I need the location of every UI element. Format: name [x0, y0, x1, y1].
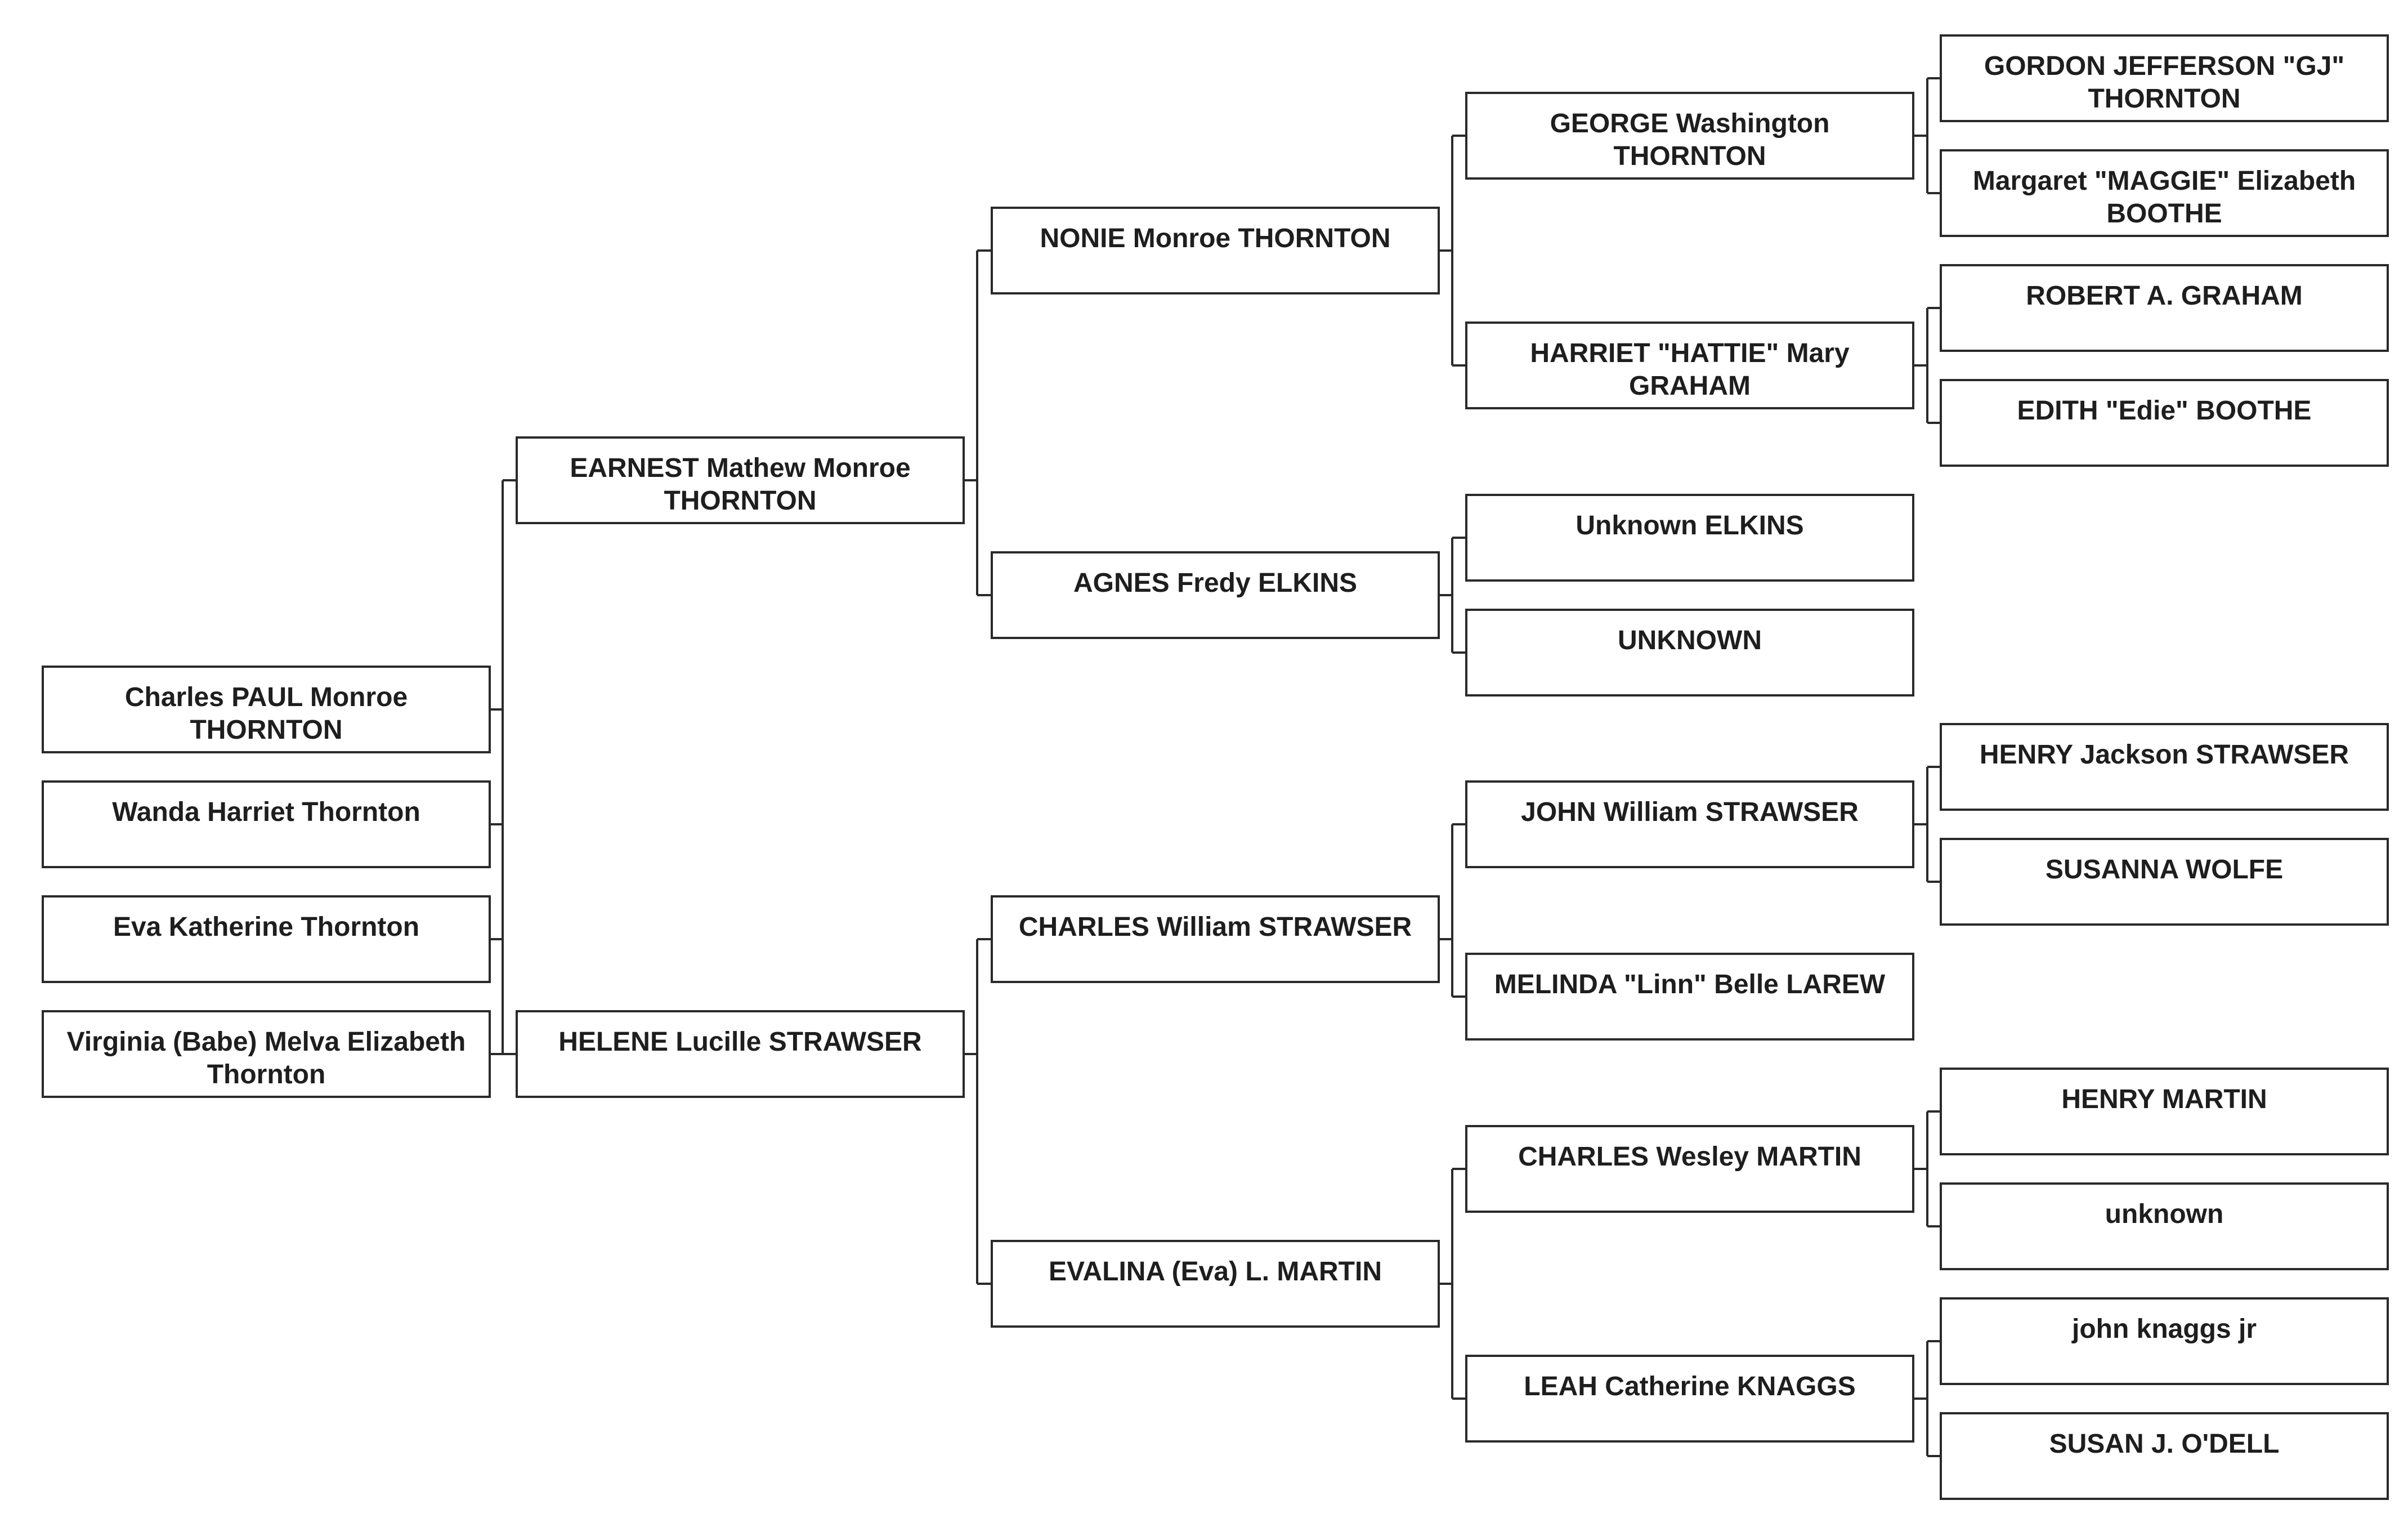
person-box-wanda-harriet-thornton: Wanda Harriet Thornton — [42, 780, 491, 868]
person-box-agnes-fredy-elkins: AGNES Fredy ELKINS — [991, 551, 1440, 639]
person-box-virginia-babe-melva-elizabeth-thornton: Virginia (Babe) Melva Elizabeth Thornton — [42, 1010, 491, 1098]
person-box-john-knaggs-jr: john knaggs jr — [1940, 1297, 2389, 1385]
person-name: HELENE Lucille STRAWSER — [558, 1027, 922, 1057]
person-box-helene-lucille-strawser: HELENE Lucille STRAWSER — [516, 1010, 965, 1098]
person-box-harriet-hattie-mary-graham: HARRIET "HATTIE" Mary GRAHAM — [1465, 322, 1914, 409]
person-box-unknown: UNKNOWN — [1465, 609, 1914, 696]
person-box-leah-catherine-knaggs: LEAH Catherine KNAGGS — [1465, 1355, 1914, 1443]
person-name: UNKNOWN — [1618, 626, 1762, 655]
person-box-nonie-monroe-thornton: NONIE Monroe THORNTON — [991, 207, 1440, 294]
person-box-evalina-eva-l-martin: EVALINA (Eva) L. MARTIN — [991, 1240, 1440, 1328]
person-box-unknown-lowercase: unknown — [1940, 1182, 2389, 1270]
person-name: LEAH Catherine KNAGGS — [1524, 1372, 1856, 1401]
person-box-henry-martin: HENRY MARTIN — [1940, 1068, 2389, 1155]
person-name: ROBERT A. GRAHAM — [2026, 281, 2303, 311]
person-name: EARNEST Mathew Monroe THORNTON — [570, 453, 911, 516]
person-name: HENRY Jackson STRAWSER — [1979, 740, 2349, 770]
person-box-gordon-jefferson-gj-thornton: GORDON JEFFERSON "GJ" THORNTON — [1940, 34, 2389, 122]
person-name: SUSAN J. O'DELL — [2049, 1429, 2280, 1459]
person-name: Eva Katherine Thornton — [113, 912, 420, 942]
person-name: CHARLES Wesley MARTIN — [1518, 1142, 1861, 1172]
person-name: JOHN William STRAWSER — [1521, 797, 1859, 827]
person-name: unknown — [2105, 1199, 2224, 1229]
person-name: GORDON JEFFERSON "GJ" THORNTON — [1984, 51, 2345, 114]
person-box-susanna-wolfe: SUSANNA WOLFE — [1940, 838, 2389, 926]
person-box-robert-a-graham: ROBERT A. GRAHAM — [1940, 264, 2389, 352]
person-name: SUSANNA WOLFE — [2045, 855, 2284, 885]
person-box-eva-katherine-thornton: Eva Katherine Thornton — [42, 895, 491, 983]
person-box-charles-paul-monroe-thornton: Charles PAUL Monroe THORNTON — [42, 666, 491, 753]
person-box-george-washington-thornton: GEORGE Washington THORNTON — [1465, 92, 1914, 180]
person-box-charles-william-strawser: CHARLES William STRAWSER — [991, 895, 1440, 983]
person-name: MELINDA "Linn" Belle LAREW — [1494, 970, 1886, 999]
person-name: john knaggs jr — [2071, 1314, 2257, 1344]
person-name: Virginia (Babe) Melva Elizabeth Thornton — [66, 1027, 466, 1090]
person-name: Unknown ELKINS — [1576, 511, 1804, 541]
person-name: Wanda Harriet Thornton — [112, 797, 420, 827]
person-name: GEORGE Washington THORNTON — [1550, 109, 1830, 171]
person-box-unknown-elkins: Unknown ELKINS — [1465, 494, 1914, 582]
person-box-john-william-strawser: JOHN William STRAWSER — [1465, 780, 1914, 868]
person-box-susan-j-odell: SUSAN J. O'DELL — [1940, 1412, 2389, 1500]
person-box-henry-jackson-strawser: HENRY Jackson STRAWSER — [1940, 723, 2389, 811]
person-name: HARRIET "HATTIE" Mary GRAHAM — [1530, 338, 1850, 401]
person-name: CHARLES William STRAWSER — [1018, 912, 1412, 942]
person-name: Margaret "MAGGIE" Elizabeth BOOTHE — [1972, 166, 2356, 229]
person-box-earnest-mathew-monroe-thornton: EARNEST Mathew Monroe THORNTON — [516, 436, 965, 524]
person-box-melinda-linn-belle-larew: MELINDA "Linn" Belle LAREW — [1465, 953, 1914, 1041]
person-name: NONIE Monroe THORNTON — [1040, 224, 1391, 253]
person-name: EDITH "Edie" BOOTHE — [2017, 396, 2312, 426]
person-box-margaret-maggie-elizabeth-boothe: Margaret "MAGGIE" Elizabeth BOOTHE — [1940, 149, 2389, 237]
person-box-charles-wesley-martin: CHARLES Wesley MARTIN — [1465, 1125, 1914, 1213]
person-name: AGNES Fredy ELKINS — [1073, 568, 1358, 598]
person-name: EVALINA (Eva) L. MARTIN — [1048, 1257, 1382, 1287]
person-box-edith-edie-boothe: EDITH "Edie" BOOTHE — [1940, 379, 2389, 467]
person-name: HENRY MARTIN — [2061, 1084, 2267, 1114]
person-name: Charles PAUL Monroe THORNTON — [124, 682, 408, 745]
